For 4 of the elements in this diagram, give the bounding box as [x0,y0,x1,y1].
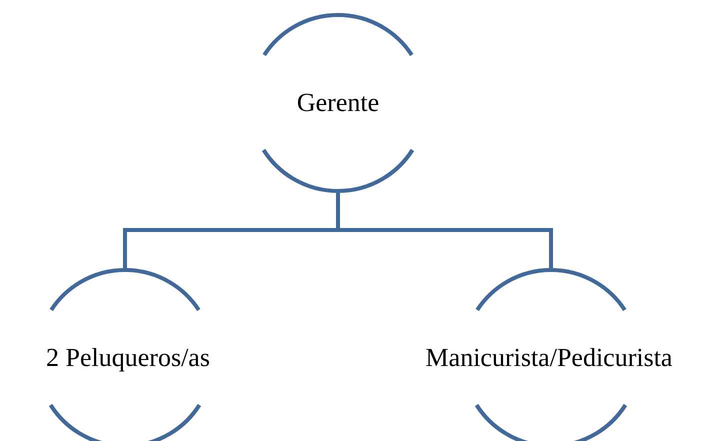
node-label: 2 Peluqueros/as [46,342,210,374]
node-label: Manicurista/Pedicurista [426,342,672,374]
connector-line [336,193,553,268]
node-label: Gerente [296,87,380,119]
